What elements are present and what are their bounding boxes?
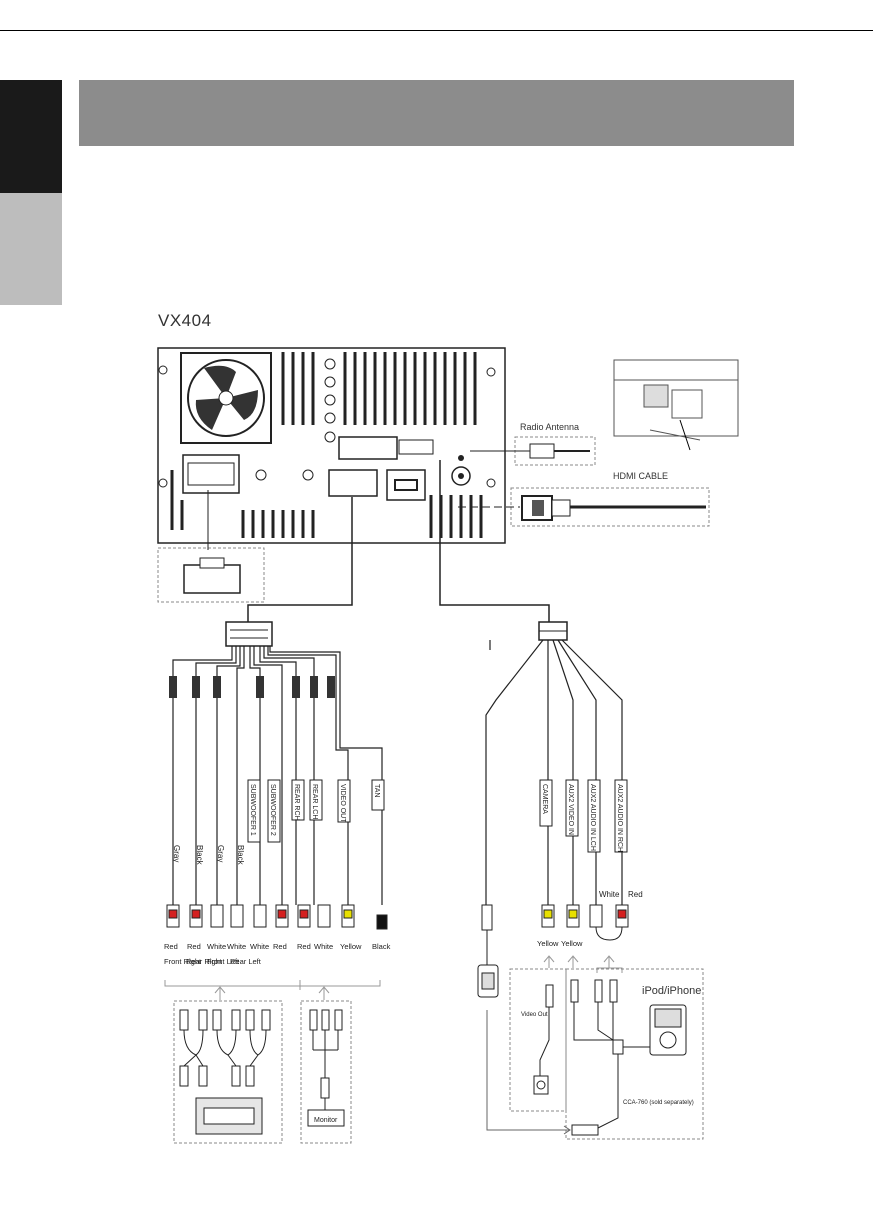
hdmi-cable-label: HDMI CABLE bbox=[613, 471, 668, 481]
left-plug-color-labels: Red Red White White White Red Red White … bbox=[164, 942, 391, 951]
side-label-black-2: Black bbox=[236, 845, 245, 866]
tag-camera: CAMERA bbox=[541, 784, 548, 814]
dash-inset bbox=[613, 359, 739, 451]
radio-antenna-label: Radio Antenna bbox=[520, 422, 579, 432]
ipod-label: iPod/iPhone bbox=[642, 985, 701, 997]
plug-label: Red bbox=[273, 942, 287, 951]
wire-tag-tan: TAN bbox=[373, 784, 380, 797]
wire-ferrites bbox=[169, 676, 335, 698]
left-side-labels: Gray Black Gray Black bbox=[172, 845, 245, 866]
side-label-black-1: Black bbox=[195, 845, 204, 866]
right-plug-yellow-1: Yellow bbox=[537, 939, 559, 948]
plug-label: Black bbox=[372, 942, 391, 951]
left-wire-tags: SUBWOOFER 1 SUBWOOFER 2 REAR RCH REAR LC… bbox=[247, 779, 385, 843]
wire-tag-video-out: VIDEO OUT bbox=[339, 784, 346, 823]
usb-lead-arrow bbox=[563, 1125, 571, 1135]
left-position-labels: Front Right Rear Right Front Left Rear L… bbox=[164, 957, 262, 966]
monitor-box: Monitor bbox=[300, 1000, 352, 1144]
position-label-front-right: Front Right bbox=[164, 957, 202, 966]
plug-label: White bbox=[250, 942, 269, 951]
wire-tag-rear-lch: REAR LCH bbox=[311, 784, 318, 819]
cca-label: CCA-760 (sold separately) bbox=[623, 1100, 694, 1106]
plug-label: Red bbox=[187, 942, 201, 951]
tag-aux2-video-in: AUX2 VIDEO IN bbox=[567, 784, 574, 835]
plug-label: White bbox=[227, 942, 246, 951]
monitor-label: Monitor bbox=[314, 1117, 338, 1124]
model-title: VX404 bbox=[158, 311, 212, 330]
head-unit-rear bbox=[157, 347, 506, 544]
side-label-gray-1: Gray bbox=[172, 845, 181, 862]
right-plug-yellow-2: Yellow bbox=[561, 939, 583, 948]
top-rule bbox=[0, 30, 873, 31]
red-label: Red bbox=[628, 890, 643, 899]
hdmi-plug bbox=[458, 495, 706, 521]
position-label-rear-left: Rear Left bbox=[230, 957, 262, 966]
plug-label: Yellow bbox=[340, 942, 362, 951]
amplifier-box bbox=[173, 1000, 283, 1144]
side-tab-gray bbox=[0, 193, 62, 305]
power-plug-box bbox=[157, 547, 265, 603]
right-wires bbox=[485, 639, 623, 905]
left-brackets bbox=[164, 980, 381, 1000]
tag-aux2-audio-rch: AUX2 AUDIO IN RCH bbox=[616, 784, 623, 852]
right-arrows bbox=[543, 955, 623, 973]
header-bar bbox=[79, 80, 794, 146]
plug-label: Red bbox=[164, 942, 178, 951]
right-wire-tags bbox=[539, 779, 628, 853]
video-out-label: Video Out bbox=[521, 1012, 548, 1018]
left-wires bbox=[172, 646, 383, 905]
left-trunk bbox=[247, 497, 353, 622]
side-tab-dark bbox=[0, 80, 62, 193]
plug-label: Red bbox=[297, 942, 311, 951]
left-harness-connector bbox=[225, 621, 273, 647]
ipod-box: iPod/iPhone CCA-760 (sold separately) bbox=[565, 968, 704, 1140]
wire-tag-subwoofer-2: SUBWOOFER 2 bbox=[269, 784, 276, 836]
side-label-gray-2: Gray bbox=[216, 845, 225, 862]
white-label: White bbox=[599, 890, 620, 899]
position-label-front-left: Front Left bbox=[207, 957, 240, 966]
right-harness-connector bbox=[538, 621, 568, 641]
usb-lead bbox=[486, 1010, 570, 1131]
right-rca-plugs bbox=[477, 904, 629, 998]
power-plug bbox=[183, 490, 241, 594]
position-label-rear-right: Rear Right bbox=[186, 957, 223, 966]
plug-label: White bbox=[207, 942, 226, 951]
antenna-plug bbox=[470, 443, 590, 459]
wire-tag-rear-rch: REAR RCH bbox=[293, 784, 300, 821]
camera-box: Video Out bbox=[509, 968, 567, 1112]
wire-tag-subwoofer-1: SUBWOOFER 1 bbox=[249, 784, 256, 836]
plug-label: White bbox=[314, 942, 333, 951]
right-tag-text: CAMERA AUX2 VIDEO IN AUX2 AUDIO IN LCH A… bbox=[541, 784, 623, 852]
tag-aux2-audio-lch: AUX2 AUDIO IN LCH bbox=[589, 784, 596, 851]
right-trunk bbox=[439, 460, 550, 622]
left-rca-plugs bbox=[166, 904, 388, 930]
